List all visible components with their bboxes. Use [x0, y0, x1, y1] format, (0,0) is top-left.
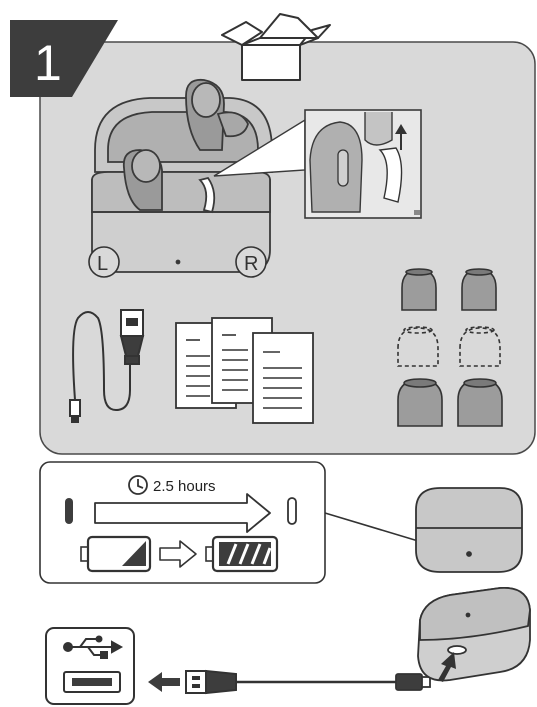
left-label: L — [97, 253, 108, 275]
led-on-indicator — [288, 498, 296, 524]
charging-case — [418, 588, 530, 681]
step-number: 1 — [34, 35, 62, 91]
battery-low-icon — [81, 537, 150, 571]
right-label: R — [244, 253, 258, 275]
earbud-case — [92, 80, 272, 272]
right-earbud-badge: R — [236, 247, 266, 277]
left-earbud-badge: L — [89, 247, 119, 277]
closed-case — [416, 488, 522, 572]
ear-tip-small — [402, 270, 436, 310]
arrow-left-icon — [148, 672, 180, 692]
battery-full-icon — [206, 537, 277, 571]
usb-c-plug — [396, 674, 430, 690]
charge-duration: 2.5 hours — [153, 478, 216, 495]
usb-a-plug — [186, 671, 236, 693]
ear-tip-small — [462, 270, 496, 310]
led-off-indicator — [65, 498, 73, 524]
usb-port — [64, 672, 120, 692]
